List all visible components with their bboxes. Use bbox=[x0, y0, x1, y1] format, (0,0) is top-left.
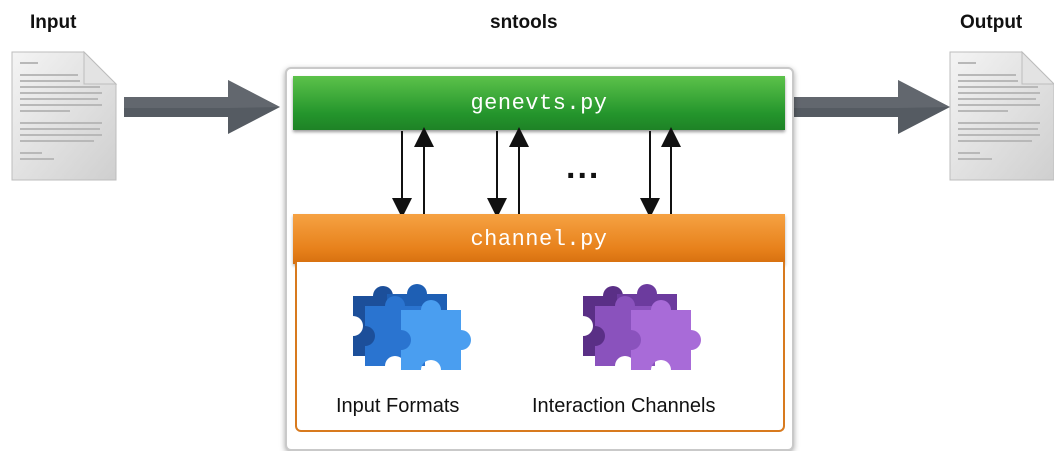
ellipsis-text: ... bbox=[566, 148, 601, 186]
input-right-arrow-icon bbox=[124, 80, 280, 134]
input-document-icon bbox=[11, 50, 118, 181]
interaction-channels-puzzle-icon bbox=[583, 284, 701, 370]
input-formats-label: Input Formats bbox=[336, 395, 460, 417]
sntools-heading: sntools bbox=[490, 12, 558, 33]
genevts-bar: genevts.py bbox=[293, 76, 785, 130]
interaction-channels-label: Interaction Channels bbox=[532, 395, 716, 417]
input-heading: Input bbox=[30, 12, 77, 33]
input-formats-puzzle-icon bbox=[353, 284, 471, 370]
output-heading: Output bbox=[960, 12, 1023, 33]
output-right-arrow-icon bbox=[794, 80, 950, 134]
channel-bar: channel.py bbox=[293, 214, 785, 264]
output-document-icon bbox=[949, 50, 1054, 181]
